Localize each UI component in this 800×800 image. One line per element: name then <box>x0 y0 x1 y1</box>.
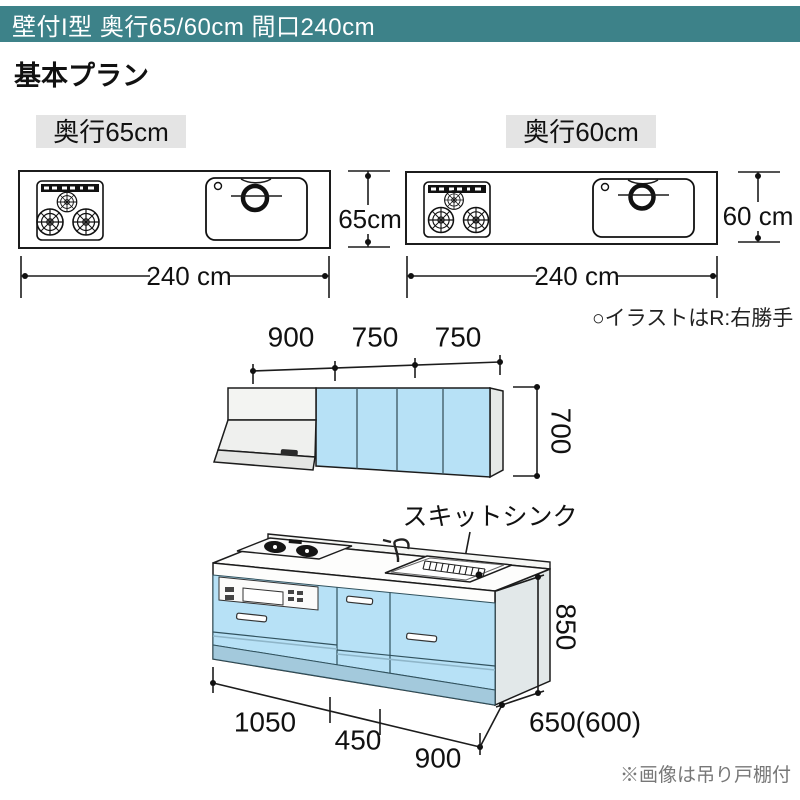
drawer-handles <box>235 595 438 643</box>
stove-icon <box>36 180 104 241</box>
sink-icon <box>205 177 308 241</box>
wall-width-750b: 750 <box>435 322 482 353</box>
depth-65-label-text: 奥行65cm <box>53 117 169 147</box>
wall-width-900: 900 <box>268 322 315 353</box>
width-65-value: 240 cm <box>146 261 231 291</box>
depth-60-value: 60 cm <box>723 201 794 231</box>
width-60-value: 240 cm <box>534 261 619 291</box>
wall-cabinet-diagram: 900 750 750 <box>212 322 577 479</box>
depth-60-label: 奥行60cm <box>506 115 656 148</box>
built-in-stove-front <box>218 576 319 611</box>
wall-height-700: 700 <box>546 408 577 455</box>
page-title: 壁付I型 奥行65/60cm 間口240cm <box>12 13 376 41</box>
base-width-1050: 1050 <box>234 707 296 738</box>
stove-icon <box>423 181 491 238</box>
depth-dimension-65: 65cm <box>338 170 402 248</box>
wall-width-750a: 750 <box>352 322 399 353</box>
depth-65-value: 65cm <box>338 204 402 234</box>
depth-60-label-text: 奥行60cm <box>523 117 639 147</box>
sink-drain <box>475 571 483 579</box>
header-bar: 壁付I型 奥行65/60cm 間口240cm <box>0 6 800 42</box>
depth-65-label: 奥行65cm <box>36 115 186 148</box>
illustration-note: ○イラストはR:右勝手 <box>592 307 794 330</box>
base-cabinet-diagram: スキットシンク <box>210 503 641 774</box>
base-depth-650: 650(600) <box>529 707 641 738</box>
cabinet-doors <box>315 387 491 478</box>
wall-cabinet <box>212 387 504 479</box>
stove-top-icon <box>236 537 353 560</box>
kickboard <box>212 644 496 706</box>
section-heading: 基本プラン <box>14 61 149 91</box>
base-width-900: 900 <box>415 743 462 774</box>
wall-width-dimension-line <box>250 355 503 384</box>
width-dimension-65: 240 cm <box>20 256 330 298</box>
sink-top-icon <box>382 538 513 583</box>
top-view-60-diagram: 奥行60cm 60 cm <box>405 115 794 298</box>
cabinet-side-panel <box>489 387 504 479</box>
wall-height-dimension: 700 <box>513 384 577 479</box>
top-view-65-diagram: 奥行65cm 65cm <box>18 115 402 298</box>
sink-icon <box>592 178 695 238</box>
footnote: ※画像は吊り戸棚付 <box>620 765 792 786</box>
width-dimension-60: 240 cm <box>406 256 718 298</box>
faucet-icon <box>382 538 410 562</box>
base-unit <box>212 533 551 707</box>
base-depth-dimension: 650(600) <box>479 702 641 748</box>
hood-switch <box>280 449 298 457</box>
base-width-450: 450 <box>335 725 382 756</box>
range-hood <box>212 387 317 471</box>
depth-dimension-60: 60 cm <box>723 171 794 243</box>
sink-callout-label: スキットシンク <box>402 503 577 531</box>
base-height-dimension: 850 <box>495 574 582 708</box>
base-height-850: 850 <box>551 604 582 651</box>
